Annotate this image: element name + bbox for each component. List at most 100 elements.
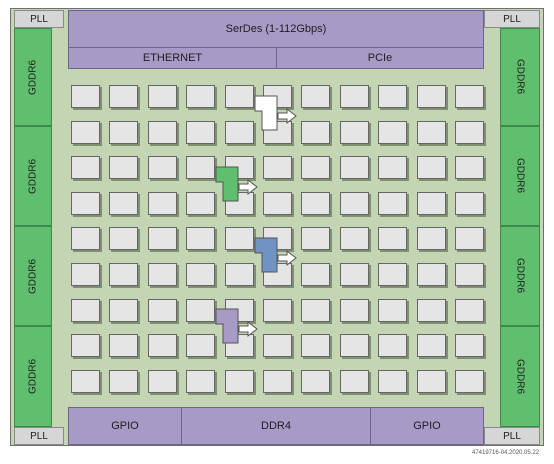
data-packet [254,237,278,273]
pll-label: PLL [30,430,48,442]
compute-tile [186,85,216,108]
compute-tile [455,120,484,144]
compute-tile [71,263,100,286]
compute-tile [109,369,139,393]
compute-tile [339,263,369,286]
compute-tile [147,156,177,180]
compute-tile [339,227,369,251]
pll-label: PLL [503,13,521,25]
compute-tile [378,298,408,322]
compute-tile [71,85,100,108]
compute-tile [416,191,446,215]
compute-tile [416,298,446,322]
compute-tile [301,85,331,108]
data-packet [254,95,278,131]
pll-bottom-right: PLL [484,427,540,445]
gddr6-right-2: GDDR6 [500,126,540,226]
compute-tile [339,120,369,144]
compute-tile [147,120,177,144]
compute-tile [224,227,254,251]
compute-tile [455,369,484,393]
compute-tile [378,334,408,358]
compute-tile [301,298,331,322]
gddr6-label: GDDR6 [514,358,526,394]
gddr6-label: GDDR6 [514,59,526,95]
compute-tile [186,120,216,144]
compute-tile [301,334,331,358]
compute-tile [109,298,139,322]
compute-tile [455,156,484,180]
compute-tile [186,263,216,286]
compute-tile [109,191,139,215]
compute-tile [339,369,369,393]
compute-tile [147,191,177,215]
compute-tile [339,85,369,108]
compute-tile [301,156,331,180]
compute-tile [71,227,100,251]
compute-tile [263,191,292,215]
data-flow [215,308,258,344]
compute-tile [224,120,254,144]
compute-tile [109,120,139,144]
compute-tile [186,298,216,322]
compute-tile [339,156,369,180]
compute-tile [147,298,177,322]
compute-tile [71,334,100,358]
compute-tile [109,227,139,251]
compute-tile [147,369,177,393]
compute-tile [301,191,331,215]
compute-tile [301,120,331,144]
ethernet-label: ETHERNET [142,52,203,64]
compute-tile [147,334,177,358]
compute-tile [263,369,292,393]
compute-tile [416,120,446,144]
compute-tile [455,85,484,108]
pll-top-right: PLL [484,10,540,28]
data-packet [215,166,239,202]
compute-tile [378,120,408,144]
compute-tile [263,334,292,358]
right-arrow-icon [277,249,297,267]
compute-tile [263,298,292,322]
compute-tile [455,191,484,215]
compute-tile [378,227,408,251]
figure-tag: 47419716-04.2020.05.22 [472,450,540,456]
compute-tile [186,156,216,180]
gddr6-right-3: GDDR6 [500,226,540,326]
serdes-label: SerDes (1-112Gbps) [225,23,327,35]
compute-tile [416,369,446,393]
compute-tile [186,334,216,358]
compute-tile [224,369,254,393]
compute-tile [416,227,446,251]
compute-tile [263,156,292,180]
compute-tile [416,334,446,358]
compute-tile [301,263,331,286]
ddr4-block: DDR4 [181,407,371,445]
right-arrow-icon [238,178,258,196]
gddr6-right-4: GDDR6 [500,326,540,427]
compute-tile [339,334,369,358]
gddr6-right-1: GDDR6 [500,28,540,126]
compute-tile [455,298,484,322]
data-packet [215,308,239,344]
compute-tile [455,334,484,358]
compute-tile [224,263,254,286]
compute-tile [378,156,408,180]
compute-tile [71,156,100,180]
compute-tile [224,85,254,108]
compute-tile [378,191,408,215]
compute-tile [147,85,177,108]
pcie-label: PCIe [367,52,393,64]
gpio-left-block: GPIO [68,407,182,445]
compute-tile [301,369,331,393]
compute-tile [147,263,177,286]
compute-tile [378,369,408,393]
gddr6-label: GDDR6 [514,158,526,194]
compute-tile [109,263,139,286]
pll-label: PLL [503,430,521,442]
compute-tile [339,191,369,215]
compute-tile [71,298,100,322]
compute-tile [378,263,408,286]
pll-label: PLL [30,13,48,25]
gpio-right-label: GPIO [413,420,441,432]
